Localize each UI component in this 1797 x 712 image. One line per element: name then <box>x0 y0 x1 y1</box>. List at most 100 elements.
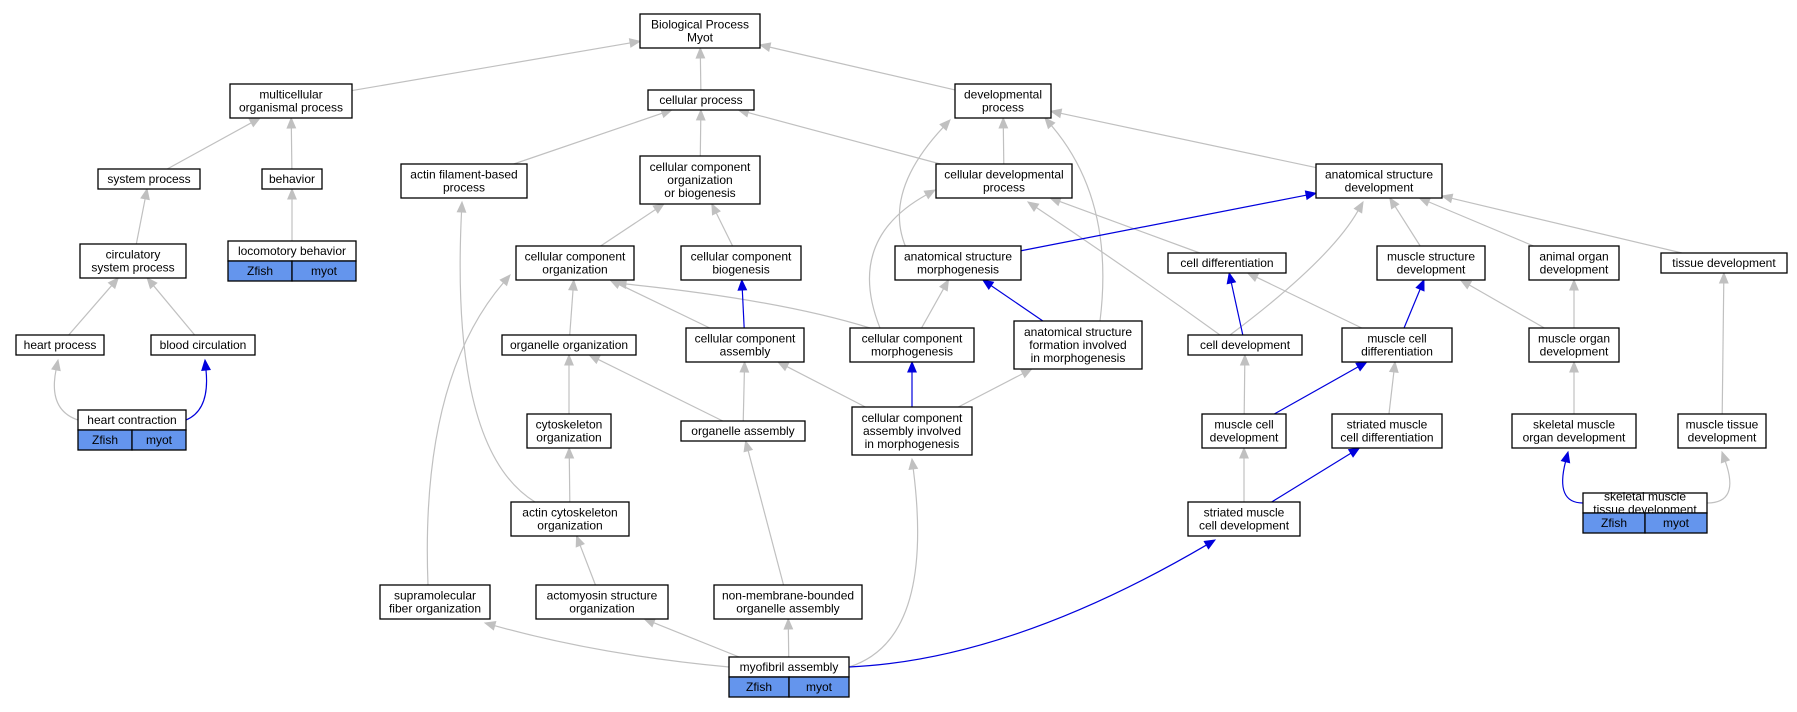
node-label: organelle organization <box>510 338 628 352</box>
edge-ccaim-to-cca <box>776 361 866 408</box>
species-tag-myot[interactable]: myot <box>806 680 833 694</box>
edge-ccaim-to-ccm <box>907 360 917 407</box>
node-system-process[interactable]: system process <box>97 168 201 190</box>
node-cell-differentiation[interactable]: cell differentiation <box>1167 252 1287 274</box>
node-label: organization <box>667 173 732 187</box>
edge-arrowhead <box>201 358 211 371</box>
node-heart-process[interactable]: heart process <box>15 334 105 356</box>
edge-ccm-to-asm <box>921 278 950 329</box>
node-label: system process <box>91 261 174 275</box>
edge-asf-to-asm <box>981 279 1044 322</box>
node-tissue-development[interactable]: tissue development <box>1660 252 1788 274</box>
node-blood-circulation[interactable]: blood circulation <box>150 334 256 356</box>
edge-line <box>1469 284 1545 329</box>
edge-arrowhead <box>1239 446 1249 459</box>
edge-line <box>769 46 956 91</box>
node-label: actin cytoskeleton <box>522 506 617 520</box>
edge-arrowhead <box>564 353 574 366</box>
edge-msd-to-asd <box>1389 196 1421 247</box>
edge-arrowhead <box>1239 353 1250 366</box>
species-tag-zfish[interactable]: Zfish <box>247 264 273 278</box>
edge-mtd-to-td <box>1718 271 1729 415</box>
edge-arrowhead <box>1020 368 1033 379</box>
node-label: anatomical structure <box>1325 168 1433 182</box>
node-label: circulatory <box>106 248 161 262</box>
node-label: muscle cell <box>1214 418 1273 432</box>
node-label: morphogenesis <box>871 345 953 359</box>
edge-arrowhead <box>1353 200 1364 214</box>
edge-td-to-asd <box>1440 193 1683 254</box>
edge-line <box>1229 210 1359 336</box>
node-box <box>1167 252 1287 274</box>
node-label: organelle assembly <box>691 424 794 438</box>
species-tag-myot[interactable]: myot <box>146 433 173 447</box>
node-label: assembly involved <box>863 424 961 438</box>
edge-arrowhead <box>499 274 511 287</box>
species-tag-zfish[interactable]: Zfish <box>746 680 772 694</box>
edge-asd-to-dp <box>1049 108 1317 169</box>
node-organelle-organization[interactable]: organelle organization <box>501 334 637 356</box>
node-label: heart contraction <box>87 413 176 427</box>
species-tag-myot[interactable]: myot <box>311 264 338 278</box>
node-box <box>1528 327 1620 363</box>
node-label: process <box>983 181 1025 195</box>
species-tag-myot[interactable]: myot <box>1663 516 1690 530</box>
node-box <box>685 327 805 363</box>
edge-aco-to-cyo <box>564 446 575 503</box>
edge-ccb-to-ccob <box>711 202 734 247</box>
edge-mod-to-aod <box>1569 278 1579 328</box>
edge-ma-to-sfo <box>483 621 730 668</box>
node-organelle-assembly[interactable]: organelle assembly <box>680 420 806 442</box>
node-box <box>515 245 635 281</box>
species-tag-box <box>291 260 357 282</box>
node-cell-development[interactable]: cell development <box>1187 334 1303 356</box>
node-box <box>1528 245 1620 281</box>
edge-arrowhead <box>146 277 158 290</box>
edge-arrowhead <box>1347 447 1361 458</box>
edge-arrowhead <box>287 187 297 200</box>
edge-lb-to-beh <box>287 187 297 241</box>
node-cellular-process[interactable]: cellular process <box>647 89 755 111</box>
edge-cdev-to-cdiff <box>1226 271 1244 336</box>
node-behavior[interactable]: behavior <box>261 168 323 190</box>
edge-mop-to-bp <box>351 38 642 92</box>
node-box <box>1187 501 1301 537</box>
species-tag-zfish[interactable]: Zfish <box>1601 516 1627 530</box>
node-label: organization <box>536 431 601 445</box>
species-tag-zfish[interactable]: Zfish <box>92 433 118 447</box>
node-box <box>935 163 1073 199</box>
